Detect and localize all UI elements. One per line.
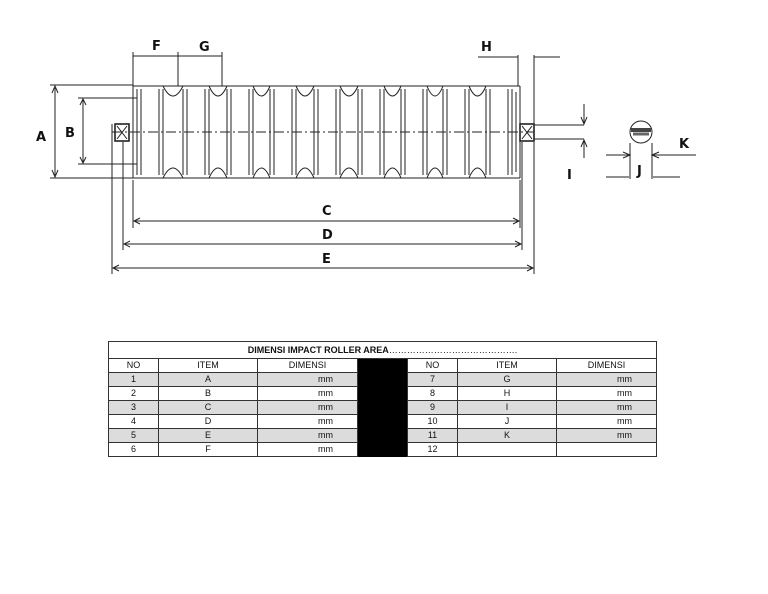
- label-h: H: [481, 40, 492, 55]
- label-b: B: [65, 126, 75, 141]
- black-divider: [357, 372, 408, 387]
- header-dimensi-2: DIMENSI: [555, 358, 658, 373]
- dimension-c: [132, 180, 521, 228]
- label-k: K: [679, 137, 690, 152]
- label-j: J: [636, 164, 642, 179]
- row-item: B: [158, 386, 258, 401]
- label-i: I: [567, 168, 572, 183]
- row-dimensi[interactable]: mm: [257, 414, 358, 429]
- table-title-dots: …………………………………….: [388, 344, 518, 355]
- row-no: 10: [407, 414, 458, 429]
- row-item: J: [457, 414, 557, 429]
- row-item: K: [457, 428, 557, 443]
- dimension-e: [111, 124, 535, 274]
- label-e: E: [322, 252, 331, 267]
- row-dimensi[interactable]: mm: [257, 386, 358, 401]
- label-d: D: [322, 228, 333, 243]
- black-divider: [357, 414, 408, 429]
- row-no: 8: [407, 386, 458, 401]
- dimension-labels: A B F G H C D E I J K: [36, 39, 690, 267]
- row-dimensi[interactable]: mm: [555, 400, 658, 415]
- row-no: 9: [407, 400, 458, 415]
- dimension-h: [478, 55, 560, 124]
- header-item-2: ITEM: [457, 358, 557, 373]
- row-item: E: [158, 428, 258, 443]
- dimension-d: [122, 142, 523, 250]
- black-divider: [357, 442, 408, 457]
- label-a: A: [36, 130, 46, 145]
- row-dimensi[interactable]: mm: [555, 372, 658, 387]
- shaft-end-section: [606, 120, 696, 179]
- row-item: F: [158, 442, 258, 457]
- label-c: C: [322, 204, 332, 219]
- row-dimensi[interactable]: [555, 442, 658, 457]
- header-item: ITEM: [158, 358, 258, 373]
- row-dimensi[interactable]: mm: [257, 372, 358, 387]
- row-item: I: [457, 400, 557, 415]
- right-bearing: [519, 123, 535, 142]
- table-row: 5 E mm 11 K mm: [108, 428, 658, 443]
- table-row: 4 D mm 10 J mm: [108, 414, 658, 429]
- row-no: 3: [108, 400, 159, 415]
- label-g: G: [199, 40, 210, 55]
- row-no: 7: [407, 372, 458, 387]
- table-title: DIMENSI IMPACT ROLLER AREA………………………………………: [107, 341, 658, 359]
- table-row: 2 B mm 8 H mm: [108, 386, 658, 401]
- row-dimensi[interactable]: mm: [555, 386, 658, 401]
- dimension-f-g: [132, 52, 223, 86]
- black-divider: [357, 428, 408, 443]
- row-dimensi[interactable]: mm: [555, 414, 658, 429]
- black-divider: [357, 358, 408, 373]
- row-dimensi[interactable]: mm: [257, 428, 358, 443]
- row-dimensi[interactable]: mm: [555, 428, 658, 443]
- black-divider: [357, 400, 408, 415]
- row-item: D: [158, 414, 258, 429]
- dimension-i: [580, 104, 588, 158]
- header-dimensi: DIMENSI: [257, 358, 358, 373]
- row-no: 2: [108, 386, 159, 401]
- table-row: 3 C mm 9 I mm: [108, 400, 658, 415]
- row-dimensi[interactable]: mm: [257, 442, 358, 457]
- table-header-row: NO ITEM DIMENSI NO ITEM DIMENSI: [108, 358, 658, 373]
- header-no-2: NO: [407, 358, 458, 373]
- row-item: A: [158, 372, 258, 387]
- row-dimensi[interactable]: mm: [257, 400, 358, 415]
- dimension-a: [50, 84, 133, 179]
- row-item: G: [457, 372, 557, 387]
- row-no: 4: [108, 414, 159, 429]
- row-no: 11: [407, 428, 458, 443]
- dimension-b: [78, 97, 137, 165]
- dimension-table: DIMENSI IMPACT ROLLER AREA………………………………………: [107, 341, 658, 457]
- table-title-text: DIMENSI IMPACT ROLLER AREA: [247, 344, 389, 355]
- row-no: 5: [108, 428, 159, 443]
- row-item: H: [457, 386, 557, 401]
- table-row: 6 F mm 12: [108, 442, 658, 457]
- roller-technical-drawing: A B F G H C D E I J K: [36, 39, 696, 274]
- row-no: 12: [407, 442, 458, 457]
- shaft: [112, 124, 584, 140]
- label-f: F: [152, 39, 161, 54]
- row-no: 1: [108, 372, 159, 387]
- left-bearing: [114, 123, 130, 142]
- impact-ring: [442, 85, 487, 179]
- table-row: 1 A mm 7 G mm: [108, 372, 658, 387]
- row-no: 6: [108, 442, 159, 457]
- row-item: [457, 442, 557, 457]
- row-item: C: [158, 400, 258, 415]
- black-divider: [357, 386, 408, 401]
- header-no: NO: [108, 358, 159, 373]
